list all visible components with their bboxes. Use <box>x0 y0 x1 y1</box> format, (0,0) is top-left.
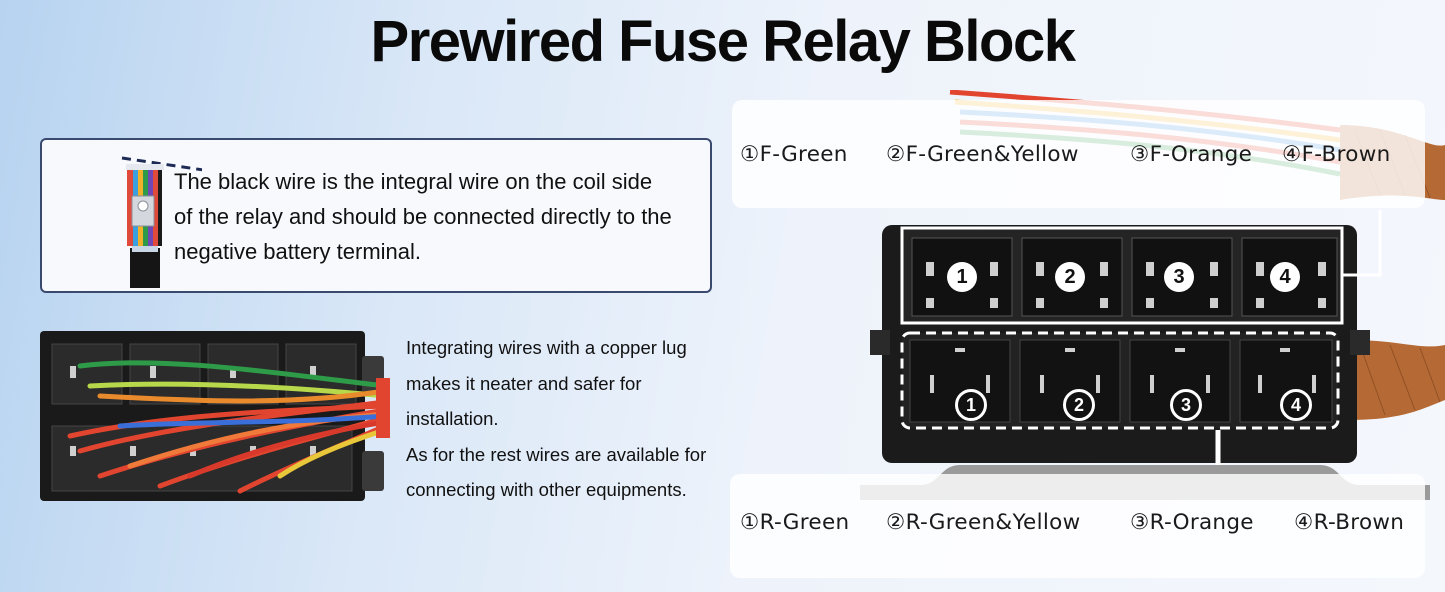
relay-label-1: ①R-Green <box>740 510 850 535</box>
cable-lug-illustration <box>121 156 202 288</box>
fuse-label-1: ①F-Green <box>740 142 848 167</box>
desc-line-3: installation. <box>406 408 499 429</box>
desc-line-1: Integrating wires with a copper lug <box>406 337 687 358</box>
desc-line-5: connecting with other equipments. <box>406 479 687 500</box>
fuse-slot-4: 4 <box>1270 262 1300 292</box>
fuse-labels-panel <box>732 100 1425 208</box>
fuse-label-4: ④F-Brown <box>1282 142 1391 167</box>
relay-slot-1: 1 <box>955 389 987 421</box>
page-title: Prewired Fuse Relay Block <box>370 9 1076 74</box>
fuse-slot-3: 3 <box>1164 262 1194 292</box>
fuse-slot-1: 1 <box>947 262 977 292</box>
fuse-label-3: ③F-Orange <box>1130 142 1253 167</box>
relay-slot-2: 2 <box>1063 389 1095 421</box>
relay-slot-4: 4 <box>1280 389 1312 421</box>
black-wire-note-card: The black wire is the integral wire on t… <box>40 138 712 293</box>
relay-label-4: ④R-Brown <box>1294 510 1405 535</box>
relay-labels-panel <box>730 474 1425 578</box>
note-line-2: of the relay and should be connected dir… <box>174 204 672 229</box>
wired-fuse-box-photo <box>40 331 390 501</box>
note-line-1: The black wire is the integral wire on t… <box>174 169 653 194</box>
fuse-label-2: ②F-Green&Yellow <box>886 142 1079 167</box>
fuse-slot-2: 2 <box>1055 262 1085 292</box>
note-line-3: negative battery terminal. <box>174 239 422 264</box>
desc-line-2: makes it neater and safer for <box>406 372 642 394</box>
black-wire-note-text: The black wire is the integral wire on t… <box>174 164 709 269</box>
copper-lug-description: Integrating wires with a copper lug make… <box>406 330 746 508</box>
desc-line-4: As for the rest wires are available for <box>406 443 707 465</box>
relay-slot-3: 3 <box>1170 389 1202 421</box>
relay-label-2: ②R-Green&Yellow <box>886 510 1081 535</box>
relay-label-3: ③R-Orange <box>1130 510 1254 535</box>
